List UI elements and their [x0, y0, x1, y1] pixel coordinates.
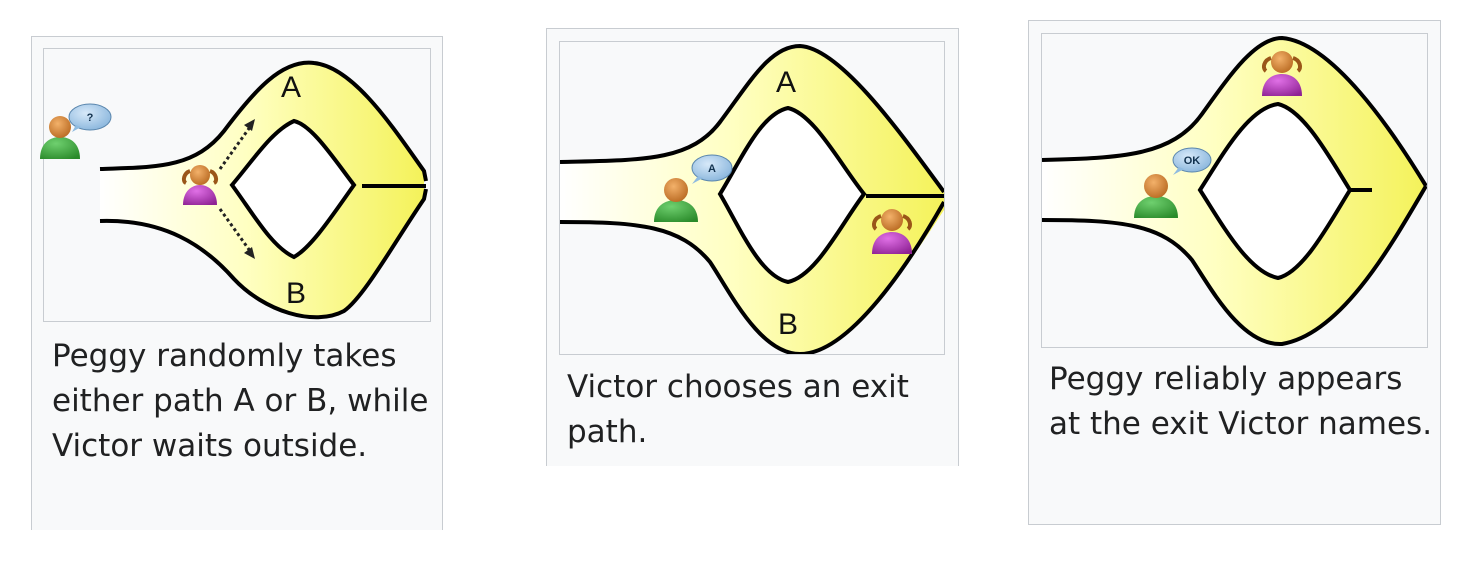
- caption: Victor chooses an exit path.: [567, 369, 909, 450]
- cave-diagram-3[interactable]: OK: [1041, 33, 1428, 348]
- dotted-arrow-icon: [218, 208, 255, 259]
- peggy-person-icon: [1261, 51, 1303, 96]
- victor-person-icon: ?: [40, 103, 112, 159]
- cave-shape: [99, 60, 428, 320]
- dotted-arrow-icon: [218, 119, 255, 170]
- cave-shape: [560, 43, 944, 354]
- path-b-label: B: [778, 308, 798, 341]
- path-a-label: A: [281, 71, 301, 104]
- victor-person-icon: [654, 178, 698, 222]
- caption: Peggy randomly takes either path A or B,…: [52, 338, 429, 464]
- speech-text: OK: [1184, 155, 1201, 167]
- peggy-person-icon: [871, 209, 913, 254]
- victor-person-icon: [1134, 174, 1178, 218]
- caption: Peggy reliably appears at the exit Victo…: [1049, 361, 1433, 442]
- speech-text: ?: [87, 112, 94, 124]
- peggy-person-icon: [181, 165, 219, 205]
- figure-card-2: A B A Victor chooses an exit path.: [546, 28, 959, 466]
- speech-bubble-icon: A: [691, 154, 733, 184]
- path-a-label: A: [776, 66, 796, 99]
- cave-diagram-1[interactable]: A B: [43, 48, 431, 322]
- figure-card-3: OK Peggy reliably appears at the exit Vi…: [1028, 20, 1441, 525]
- speech-bubble-icon: OK: [1172, 147, 1212, 175]
- figure-card-1: A B ? P: [31, 36, 443, 530]
- cave-shape: [1042, 35, 1427, 347]
- speech-text: A: [708, 163, 716, 175]
- cave-diagram-2[interactable]: A B A: [559, 41, 945, 355]
- speech-bubble-icon: ?: [68, 103, 112, 132]
- path-b-label: B: [286, 277, 306, 310]
